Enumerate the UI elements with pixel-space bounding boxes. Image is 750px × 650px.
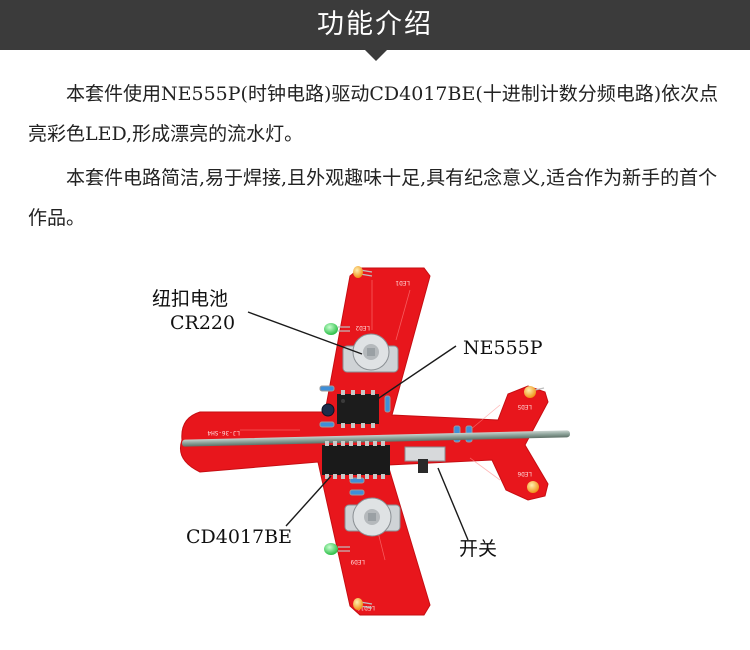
svg-text:LED2: LED2: [355, 324, 370, 331]
battery-holder-bottom: [344, 497, 401, 537]
svg-text:LED5: LED5: [517, 403, 532, 410]
fuselage-rod: [182, 430, 570, 447]
svg-text:LED9: LED9: [350, 558, 365, 565]
intro-paragraph-1: 本套件使用NE555P(时钟电路)驱动CD4017BE(十进制计数分频电路)依次…: [28, 83, 719, 145]
label-cd4017be: CD4017BE: [186, 526, 292, 548]
header-pointer-notch: [365, 50, 387, 61]
svg-text:LED1: LED1: [395, 279, 410, 286]
intro-paragraph-2: 本套件电路简洁,易于焊接,且外观趣味十足,具有纪念意义,适合作为新手的首个作品。: [28, 167, 718, 229]
ne555p-chip: [337, 390, 379, 428]
callout-lines: [247, 311, 469, 541]
cd4017be-chip: [322, 441, 390, 479]
label-battery-model: CR220: [170, 312, 236, 334]
section-title: 功能介绍: [317, 9, 433, 40]
slide-switch: [404, 446, 446, 473]
battery-holder-top: [342, 333, 399, 373]
label-ne555p: NE555P: [463, 337, 543, 359]
svg-text:LJ-36-SH4: LJ-36-SH4: [207, 429, 240, 436]
section-header-banner: [0, 0, 750, 50]
label-switch: 开关: [459, 538, 498, 560]
svg-text:LED6: LED6: [517, 470, 532, 477]
label-battery: 纽扣电池: [152, 288, 229, 310]
led-indicators: [324, 266, 545, 610]
